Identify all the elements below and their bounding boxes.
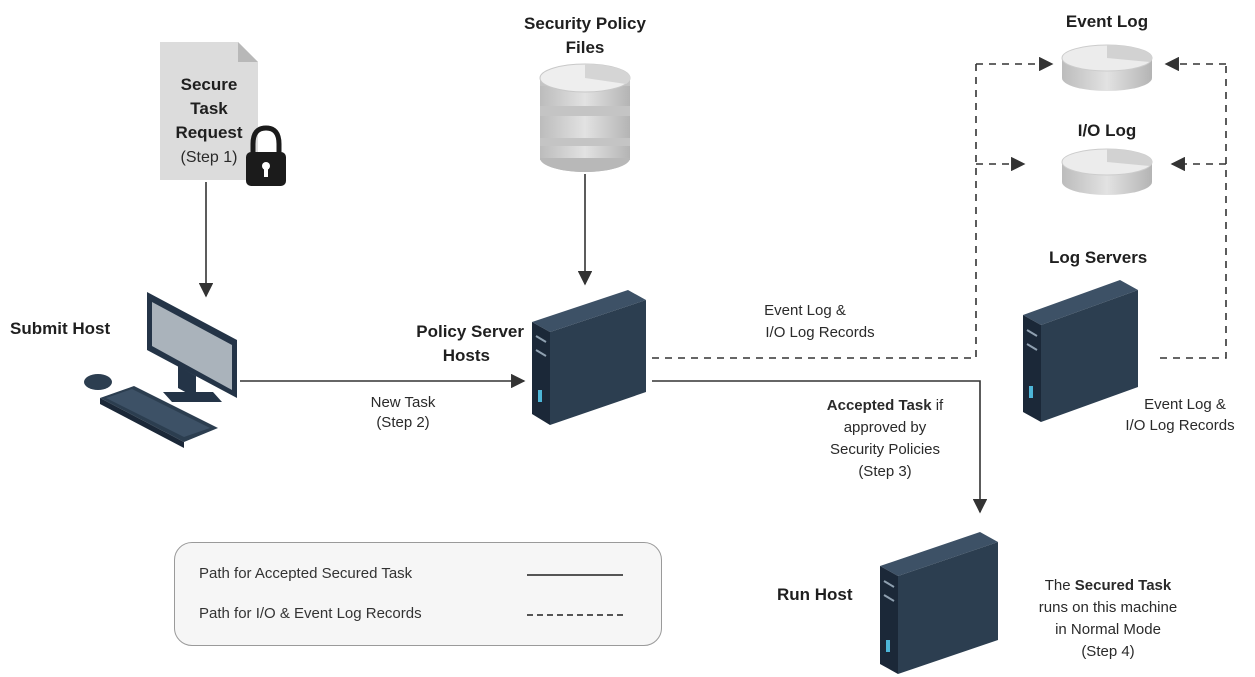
lock-icon [246,125,286,186]
records-right-label-line1: Event Log & [1144,396,1226,413]
accepted-label-line4: (Step 3) [858,463,912,480]
dashed-arrows [652,56,1227,359]
event-log-disk-icon [1061,44,1153,91]
arrow-policy-server-to-run-host [652,380,988,514]
records-right-label-line2: I/O Log Records [1125,417,1235,434]
log-server-icon [1023,280,1138,422]
policy-server-icon [532,290,646,425]
legend-solid-label: Path for Accepted Secured Task [199,565,413,582]
request-title-line3: Request [175,123,243,142]
mouse-icon [84,374,112,390]
legend: Path for Accepted Secured Task Path for … [174,542,662,646]
accepted-label-rest: if [931,397,944,414]
policy-server-title-line2: Hosts [442,346,490,365]
new-task-label-line2: (Step 2) [376,414,430,431]
request-step: (Step 1) [180,149,238,166]
keyboard-icon [100,386,218,448]
new-task-label-line1: New Task [370,394,436,411]
io-log-disk-icon [1061,148,1153,195]
run-note-line1: The Secured Task [1010,576,1206,595]
solid-arrows [198,174,988,514]
dashed-logserver-to-logs [1160,64,1227,359]
policy-files-title-line2: Files [565,38,605,57]
accepted-label-line3: Security Policies [829,441,941,458]
run-note-bold: Secured Task [1074,577,1172,594]
legend-dashed-line [527,614,623,616]
policy-server-title-line1: Policy Server [416,322,524,341]
run-note-line4: (Step 4) [1081,643,1135,660]
accepted-label-line2: approved by [843,419,927,436]
database-icon [539,63,631,172]
log-servers-title: Log Servers [1049,248,1148,267]
run-note-pre: The [1044,577,1075,594]
accepted-label-bold: Accepted Task [826,397,932,414]
io-log-title: I/O Log [1077,121,1137,140]
records-top-label-line1: Event Log & [764,302,846,319]
document-icon [160,42,258,180]
policy-files-title-line1: Security Policy [524,14,646,33]
dashed-policy-to-logs [652,64,977,359]
legend-dashed-label: Path for I/O & Event Log Records [199,605,422,622]
accepted-label-line1: Accepted Task if [800,396,970,415]
run-host-title: Run Host [777,585,853,604]
records-top-label-line2: I/O Log Records [765,324,875,341]
request-title-line1: Secure [180,75,238,94]
event-log-title: Event Log [1065,12,1149,31]
run-host-server-icon [880,532,998,674]
run-note-line2: runs on this machine [1038,599,1178,616]
run-note-line3: in Normal Mode [1055,621,1161,638]
request-title-line2: Task [190,99,228,118]
submit-host-title: Submit Host [10,319,111,338]
monitor-icon [147,292,237,402]
legend-solid-line [527,574,623,576]
